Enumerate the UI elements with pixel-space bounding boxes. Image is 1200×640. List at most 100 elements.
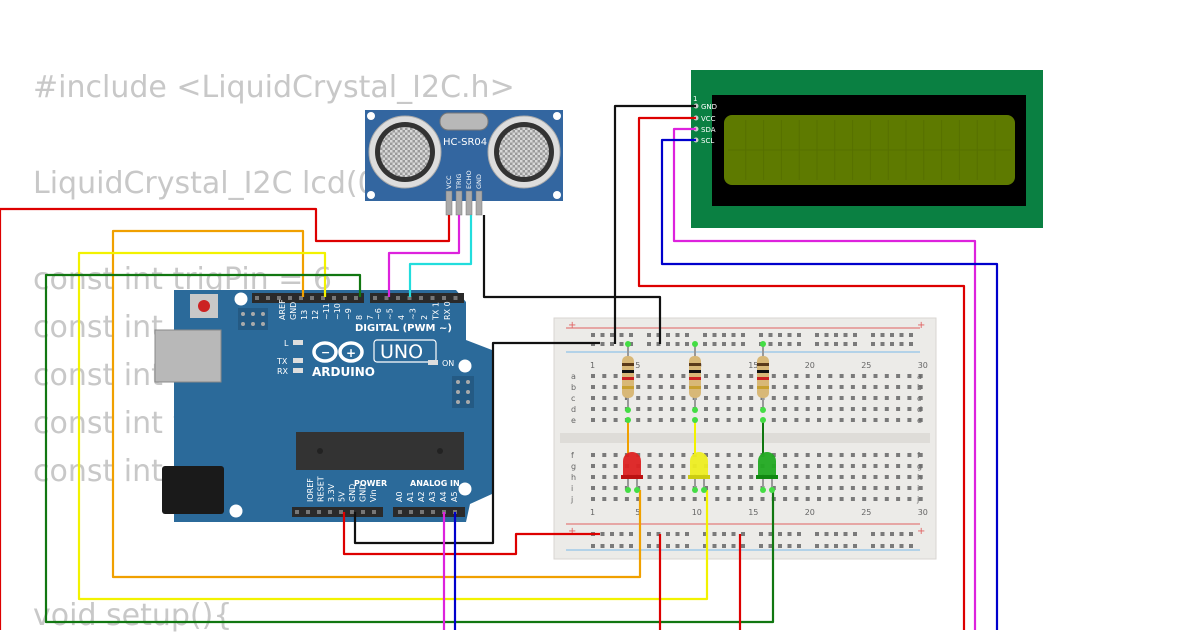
breadboard-hole[interactable] [873, 396, 878, 400]
breadboard-hole[interactable] [907, 475, 912, 479]
header-pin[interactable] [295, 510, 299, 514]
breadboard-hole[interactable] [760, 497, 765, 501]
breadboard-hole[interactable] [647, 407, 652, 411]
breadboard-hole[interactable] [805, 374, 810, 378]
breadboard-hole[interactable] [737, 475, 742, 479]
breadboard-hole[interactable] [726, 464, 731, 468]
rail-hole[interactable] [890, 544, 894, 548]
breadboard-hole[interactable] [602, 374, 607, 378]
header-pin[interactable] [288, 296, 292, 300]
rail-hole[interactable] [797, 532, 801, 536]
header-pin[interactable] [321, 296, 325, 300]
breadboard-hole[interactable] [828, 453, 833, 457]
breadboard-hole[interactable] [681, 418, 686, 422]
breadboard-hole[interactable] [862, 418, 867, 422]
breadboard-hole[interactable] [737, 464, 742, 468]
rail-hole[interactable] [610, 342, 614, 346]
wire-orange-pin13[interactable] [111, 229, 642, 579]
rail-hole[interactable] [890, 333, 894, 337]
rail-hole[interactable] [797, 333, 801, 337]
breadboard-hole[interactable] [907, 418, 912, 422]
rail-hole[interactable] [656, 544, 661, 548]
header-pin[interactable] [317, 510, 321, 514]
breadboard-hole[interactable] [715, 374, 720, 378]
breadboard-hole[interactable] [670, 464, 675, 468]
rail-hole[interactable] [768, 544, 773, 548]
breadboard-hole[interactable] [862, 486, 867, 490]
breadboard-hole[interactable] [783, 497, 788, 501]
breadboard-hole[interactable] [794, 475, 799, 479]
rail-hole[interactable] [787, 532, 792, 536]
rail-hole[interactable] [834, 342, 838, 346]
breadboard-hole[interactable] [817, 475, 821, 479]
breadboard-hole[interactable] [613, 464, 618, 468]
breadboard-hole[interactable] [658, 453, 663, 457]
breadboard-hole[interactable] [805, 385, 810, 389]
header-pin[interactable] [409, 510, 413, 514]
rail-hole[interactable] [712, 532, 717, 536]
breadboard-hole[interactable] [658, 396, 663, 400]
rail-hole[interactable] [797, 544, 801, 548]
breadboard-hole[interactable] [670, 407, 675, 411]
breadboard-hole[interactable] [647, 374, 652, 378]
breadboard-hole[interactable] [828, 475, 833, 479]
rail-hole[interactable] [619, 342, 624, 346]
rail-hole[interactable] [675, 532, 680, 536]
rail-hole[interactable] [600, 333, 605, 337]
breadboard-hole[interactable] [873, 374, 878, 378]
breadboard-hole[interactable] [896, 497, 901, 501]
breadboard-hole[interactable] [658, 374, 663, 378]
breadboard-hole[interactable] [658, 475, 663, 479]
breadboard-hole[interactable] [749, 407, 754, 411]
breadboard-hole[interactable] [726, 453, 731, 457]
breadboard-hole[interactable] [591, 464, 595, 468]
breadboard-hole[interactable] [591, 396, 595, 400]
breadboard-hole[interactable] [658, 497, 663, 501]
rail-hole[interactable] [703, 532, 707, 536]
rail-hole[interactable] [815, 544, 819, 548]
breadboard-hole[interactable] [749, 497, 754, 501]
header-pin[interactable] [310, 296, 314, 300]
rail-hole[interactable] [899, 333, 904, 337]
breadboard-hole[interactable] [896, 486, 901, 490]
breadboard-hole[interactable] [602, 407, 607, 411]
rail-hole[interactable] [843, 333, 848, 337]
wire-magenta-lcd-sda[interactable] [672, 127, 977, 630]
breadboard-hole[interactable] [591, 486, 595, 490]
breadboard-hole[interactable] [613, 407, 618, 411]
breadboard-hole[interactable] [658, 407, 663, 411]
breadboard-hole[interactable] [873, 464, 878, 468]
breadboard-hole[interactable] [636, 418, 641, 422]
rail-hole[interactable] [899, 532, 904, 536]
breadboard-hole[interactable] [591, 385, 595, 389]
breadboard-hole[interactable] [873, 475, 878, 479]
rail-hole[interactable] [815, 532, 819, 536]
breadboard-hole[interactable] [602, 464, 607, 468]
breadboard-hole[interactable] [839, 385, 844, 389]
breadboard-hole[interactable] [873, 486, 878, 490]
rail-hole[interactable] [853, 532, 857, 536]
breadboard-hole[interactable] [884, 486, 889, 490]
breadboard-hole[interactable] [726, 374, 731, 378]
breadboard-hole[interactable] [613, 497, 618, 501]
rail-hole[interactable] [843, 544, 848, 548]
breadboard-hole[interactable] [602, 497, 607, 501]
breadboard-hole[interactable] [884, 475, 889, 479]
rail-hole[interactable] [759, 333, 763, 337]
breadboard-hole[interactable] [647, 475, 652, 479]
rail-hole[interactable] [871, 342, 875, 346]
breadboard-hole[interactable] [828, 385, 833, 389]
sensor-pin-echo[interactable] [465, 190, 473, 216]
breadboard-hole[interactable] [613, 486, 618, 490]
breadboard-hole[interactable] [715, 475, 720, 479]
breadboard-hole[interactable] [896, 475, 901, 479]
header-pin[interactable] [419, 296, 423, 300]
breadboard-hole[interactable] [613, 396, 618, 400]
breadboard-hole[interactable] [715, 418, 720, 422]
breadboard-hole[interactable] [681, 396, 686, 400]
rail-hole[interactable] [647, 544, 651, 548]
breadboard-hole[interactable] [613, 475, 618, 479]
rail-hole[interactable] [712, 333, 717, 337]
breadboard-hole[interactable] [794, 418, 799, 422]
breadboard-hole[interactable] [681, 464, 686, 468]
